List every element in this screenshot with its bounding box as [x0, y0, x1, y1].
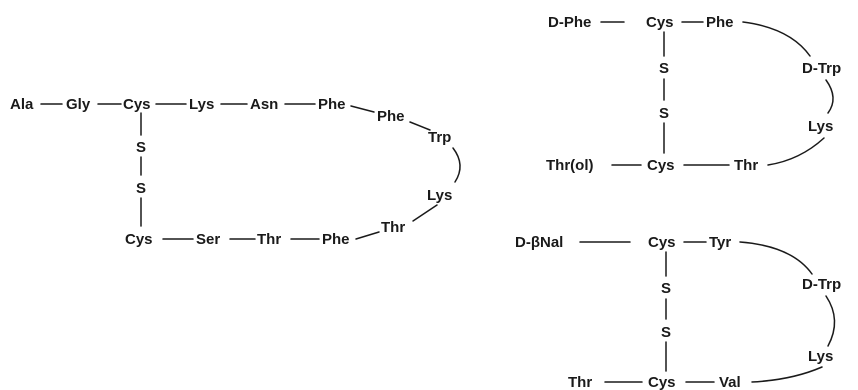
residue-phe-1: Phe — [318, 96, 346, 113]
sulfur-2: S — [136, 180, 146, 197]
sulfur-2: S — [659, 105, 669, 122]
sulfur-1: S — [136, 139, 146, 156]
bond — [412, 204, 438, 222]
residue-phe-2: Phe — [377, 108, 405, 125]
residue-phe-3: Phe — [322, 231, 350, 248]
sulfur-2: S — [661, 324, 671, 341]
bond-curve — [767, 137, 825, 166]
sulfur-1: S — [659, 60, 669, 77]
residue-lys: Lys — [808, 348, 833, 365]
residue-gly: Gly — [66, 96, 91, 113]
residue-thr: Thr — [734, 157, 758, 174]
residue-cys-1: Cys — [123, 96, 151, 113]
bond — [355, 231, 380, 240]
residue-thr-ol: Thr(ol) — [546, 157, 593, 174]
residue-d-phe: D-Phe — [548, 14, 591, 31]
residue-ala: Ala — [10, 96, 34, 113]
residue-lys-2: Lys — [427, 187, 452, 204]
residue-cys-1: Cys — [646, 14, 674, 31]
residue-val: Val — [719, 374, 741, 390]
sulfur-1: S — [661, 280, 671, 297]
bond-curve — [742, 21, 811, 57]
bond-curve — [825, 295, 836, 347]
residue-asn: Asn — [250, 96, 278, 113]
residue-lys-1: Lys — [189, 96, 214, 113]
residue-trp: Trp — [428, 129, 451, 146]
residue-cys-2: Cys — [648, 374, 676, 390]
residue-d-beta-nal: D-βNal — [515, 234, 563, 251]
residue-tyr: Tyr — [709, 234, 731, 251]
peptide-2: D-Phe Cys Phe D-Trp Lys Thr Cys Thr(ol) … — [546, 14, 841, 174]
residue-d-trp: D-Trp — [802, 60, 841, 77]
residue-phe: Phe — [706, 14, 734, 31]
bond-curve — [751, 366, 823, 383]
residue-d-trp: D-Trp — [802, 276, 841, 293]
residue-cys-2: Cys — [647, 157, 675, 174]
bond-curve — [452, 147, 461, 183]
bond-curve — [739, 241, 813, 275]
bond — [409, 121, 431, 131]
bond — [350, 105, 375, 113]
residue-cys-2: Cys — [125, 231, 153, 248]
peptide-1: Ala Gly Cys Lys Asn Phe Phe Trp Lys Thr … — [10, 96, 461, 248]
residue-thr-1: Thr — [381, 219, 405, 236]
bond-curve — [825, 79, 834, 114]
residue-cys-1: Cys — [648, 234, 676, 251]
residue-thr: Thr — [568, 374, 592, 390]
residue-thr-2: Thr — [257, 231, 281, 248]
peptide-3: D-βNal Cys Tyr D-Trp Lys Val Cys Thr S S — [515, 234, 841, 390]
residue-ser: Ser — [196, 231, 220, 248]
residue-lys: Lys — [808, 118, 833, 135]
